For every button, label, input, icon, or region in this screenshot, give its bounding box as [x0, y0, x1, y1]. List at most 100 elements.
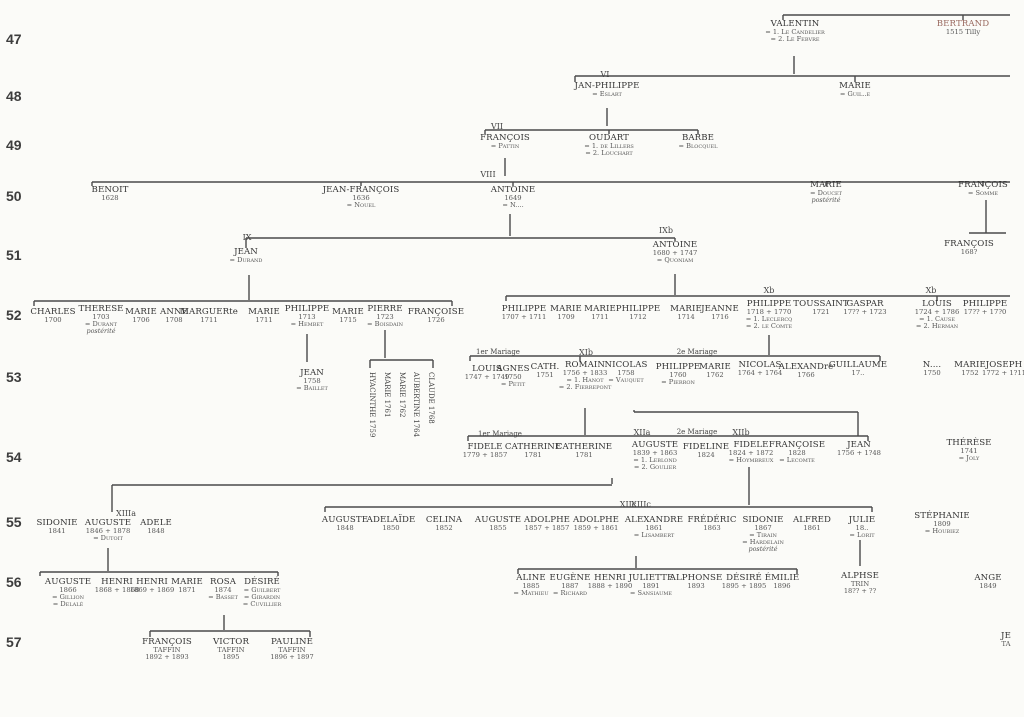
person-name: PHILIPPE [962, 299, 1008, 309]
person-years: 1868 + 1868 [94, 586, 140, 595]
person-name: ANGE [974, 573, 1002, 583]
person-years: 1895 + 1895 [721, 582, 767, 591]
person-years: 1680 + 1747 [652, 249, 698, 258]
person-name: AUGUSTE [631, 440, 679, 450]
person-years: 1781 [524, 451, 542, 460]
person-name: ANTOINE [652, 240, 698, 250]
person-entry: FRANÇOIS= Somme [958, 180, 1008, 198]
person-years: 1703 [92, 313, 110, 322]
person-spouse: 1892 + 1893 [145, 653, 189, 662]
person-years: 1846 + 1878 [85, 527, 131, 536]
person-name: ALPHSE [841, 571, 879, 581]
person-years: 1855 [489, 524, 507, 533]
person-name: ADELAÏDE [366, 515, 416, 525]
branch-label: VI [600, 70, 610, 79]
person-entry: N....1750 [923, 360, 941, 377]
person-years: 1756 + 1833 [562, 369, 608, 378]
person-name: SIDONIE [742, 515, 784, 525]
person-spouse: = 2. Herman [915, 322, 959, 331]
person-spouse: = Somme [967, 189, 999, 198]
person-years: 17?? + 17?0 [963, 308, 1007, 317]
person-spouse: 18?? + ?? [843, 587, 877, 596]
person-entry: JEAN= Durand [229, 247, 263, 265]
branch-label: Xb [925, 286, 937, 295]
person-years: 1824 + 1872 [728, 449, 774, 458]
marriage-label: 2e Mariage [676, 348, 718, 356]
person-spouse: = Sansiaume [629, 589, 673, 598]
person-years: 1758 [617, 369, 635, 378]
person-years: 1866 [59, 586, 77, 595]
branch-label: XIIa [633, 428, 651, 437]
person-name: FRANÇOIS [944, 239, 994, 249]
person-years: 1874 [214, 586, 232, 595]
person-years: 1888 + 1890 [587, 582, 633, 591]
person-name: ANTOINE [490, 185, 536, 195]
person-spouse: = 1. Leclercq [745, 315, 793, 324]
branch-label: IX [242, 233, 252, 242]
person-years: 1515 Tilly [945, 28, 981, 37]
person-years: 1636 [352, 194, 370, 203]
person-years: 1861 [645, 524, 663, 533]
person-years: 1700 [44, 316, 62, 325]
person-name: VALENTIN [770, 19, 820, 29]
person-name: FIDELINE [682, 442, 730, 452]
person-years: 1750 [504, 373, 522, 382]
person-name: ADELE [140, 518, 172, 528]
person-name: MARIE [699, 362, 731, 372]
person-name: AUGUSTE [321, 515, 369, 525]
person-years: 1824 [697, 451, 715, 460]
person-name: MARIE [248, 307, 280, 317]
person-years: 1714 [677, 313, 695, 322]
person-spouse: = Joly [958, 454, 980, 463]
branch-label: Xb [763, 286, 775, 295]
person-years: TAFFIN [278, 646, 306, 655]
person-name: FRÉDÉRIC [687, 515, 737, 525]
person-name: MARIE [584, 304, 616, 314]
person-years: 1871 [178, 586, 196, 595]
person-name: FRANÇOIS [958, 180, 1008, 190]
person-years: 1766 [797, 371, 815, 380]
person-name: OUDART [588, 133, 630, 143]
branch-label: XIIc [619, 500, 637, 509]
person-spouse: = 1. Hanot [566, 376, 604, 385]
person-name: MARIE [332, 307, 364, 317]
person-name: PHILIPPE [746, 299, 792, 309]
person-name: ROMAIN [564, 360, 606, 370]
person-entry: FRANÇOIS= Pattin [480, 133, 530, 150]
person-name: FRANÇOISE [407, 307, 465, 317]
person-name: JEAN [234, 247, 258, 257]
person-spouse: = Durand [229, 256, 263, 265]
person-spouse: = Hoymbreux [728, 456, 774, 465]
person-name: ADOLPHE [523, 515, 571, 525]
person-name: STÉPHANIE [914, 511, 970, 521]
person-years: 1848 [147, 527, 165, 536]
person-spouse: = Houbiez [924, 527, 960, 536]
person-entry: DÉSIRÉ= Guilbert= Girardin= Cuvillier [243, 577, 282, 608]
